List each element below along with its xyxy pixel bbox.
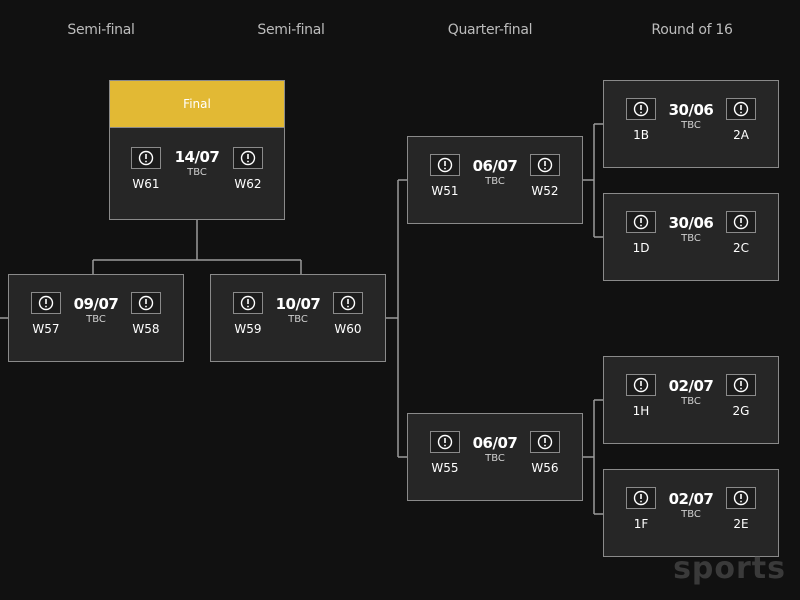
match-date: 02/07	[668, 377, 714, 395]
team-label: 1F	[633, 517, 649, 531]
team-label: W60	[334, 322, 362, 336]
team-placeholder-icon	[233, 292, 263, 314]
team-placeholder-icon	[726, 211, 756, 233]
match-date: 10/07	[275, 295, 321, 313]
away-team[interactable]: 2A	[716, 98, 766, 142]
team-label: W58	[132, 322, 160, 336]
team-label: W59	[234, 322, 262, 336]
team-placeholder-icon	[530, 431, 560, 453]
match-status: TBC	[86, 314, 106, 325]
home-team[interactable]: 1H	[616, 374, 666, 418]
home-team[interactable]: 1D	[616, 211, 666, 255]
column-header-quarter-final: Quarter-final	[447, 22, 533, 38]
team-label: 1H	[632, 404, 650, 418]
final-match-card[interactable]: Final W61 14/07 TBC W62	[109, 80, 285, 220]
match-date: 30/06	[668, 101, 714, 119]
final-title: Final	[110, 81, 284, 128]
team-placeholder-icon	[131, 292, 161, 314]
team-label: 2A	[733, 128, 749, 142]
match-status: TBC	[681, 233, 701, 244]
team-label: W62	[234, 177, 262, 191]
team-placeholder-icon	[530, 154, 560, 176]
away-team[interactable]: W56	[520, 431, 570, 475]
away-team[interactable]: W60	[323, 292, 373, 336]
match-date: 02/07	[668, 490, 714, 508]
match-status: TBC	[485, 453, 505, 464]
match-date: 09/07	[73, 295, 119, 313]
team-label: 2G	[732, 404, 750, 418]
team-label: W61	[132, 177, 160, 191]
team-label: 2E	[733, 517, 749, 531]
team-placeholder-icon	[626, 374, 656, 396]
home-team[interactable]: W57	[21, 292, 71, 336]
match-date: 14/07	[174, 148, 220, 166]
match-date: 30/06	[668, 214, 714, 232]
column-header-round-of-16: Round of 16	[651, 22, 733, 38]
team-placeholder-icon	[626, 487, 656, 509]
team-label: W52	[531, 184, 559, 198]
team-placeholder-icon	[31, 292, 61, 314]
final-date: 14/07 TBC	[162, 148, 232, 178]
team-label: 1D	[632, 241, 650, 255]
team-placeholder-icon	[726, 374, 756, 396]
team-placeholder-icon	[131, 147, 161, 169]
away-team[interactable]: W52	[520, 154, 570, 198]
column-header-semi-final-2: Semi-final	[257, 22, 325, 38]
match-date: 06/07	[472, 434, 518, 452]
team-placeholder-icon	[726, 487, 756, 509]
match-status: TBC	[681, 120, 701, 131]
match-status: TBC	[681, 509, 701, 520]
home-team[interactable]: 1B	[616, 98, 666, 142]
match-date: 06/07	[472, 157, 518, 175]
team-placeholder-icon	[626, 98, 656, 120]
team-label: W55	[431, 461, 459, 475]
home-team[interactable]: W59	[223, 292, 273, 336]
team-placeholder-icon	[726, 98, 756, 120]
team-placeholder-icon	[430, 431, 460, 453]
team-placeholder-icon	[233, 147, 263, 169]
team-label: 1B	[633, 128, 649, 142]
home-team[interactable]: W55	[420, 431, 470, 475]
home-team[interactable]: 1F	[616, 487, 666, 531]
team-label: W57	[32, 322, 60, 336]
team-placeholder-icon	[626, 211, 656, 233]
team-placeholder-icon	[430, 154, 460, 176]
away-team[interactable]: 2C	[716, 211, 766, 255]
sports-watermark-logo: sports	[673, 551, 786, 586]
away-team[interactable]: 2E	[716, 487, 766, 531]
match-status: TBC	[288, 314, 308, 325]
home-team[interactable]: W51	[420, 154, 470, 198]
match-status: TBC	[485, 176, 505, 187]
match-status: TBC	[187, 167, 207, 178]
final-away-team[interactable]: W62	[223, 147, 273, 191]
column-header-semi-final-1: Semi-final	[67, 22, 135, 38]
team-placeholder-icon	[333, 292, 363, 314]
team-label: W51	[431, 184, 459, 198]
final-home-team[interactable]: W61	[121, 147, 171, 191]
match-status: TBC	[681, 396, 701, 407]
team-label: 2C	[732, 241, 749, 255]
away-team[interactable]: 2G	[716, 374, 766, 418]
team-label: W56	[531, 461, 559, 475]
away-team[interactable]: W58	[121, 292, 171, 336]
